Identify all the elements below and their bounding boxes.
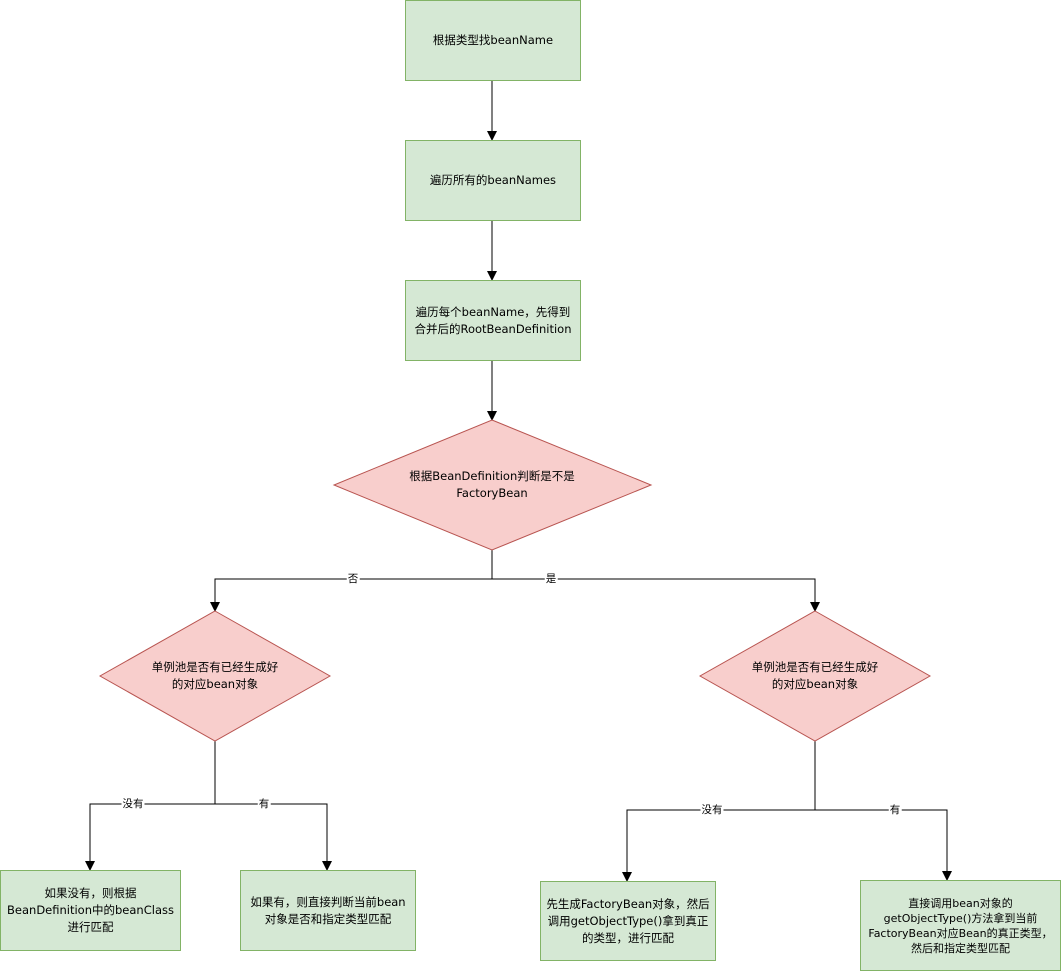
decision-singleton-left-shape xyxy=(98,610,332,742)
decision-is-factory-bean: 根据BeanDefinition判断是不是FactoryBean xyxy=(394,460,590,510)
decision-singleton-left-label: 单例池是否有已经生成好的对应bean对象 xyxy=(151,660,279,691)
process-iterate-bean-names-label: 遍历所有的beanNames xyxy=(429,173,557,187)
edge-label-yes-factory: 是 xyxy=(544,573,558,585)
edge-label-left-none: 没有 xyxy=(121,798,145,810)
edge-right-has xyxy=(815,809,952,881)
decision-singleton-right-shape xyxy=(698,610,932,742)
result-right-no-label: 先生成FactoryBean对象，然后调用getObjectType()拿到真正… xyxy=(546,896,710,945)
process-merge-bean-definition-label: 遍历每个beanName，先得到合并后的RootBeanDefinition xyxy=(414,304,572,336)
process-merge-bean-definition: 遍历每个beanName，先得到合并后的RootBeanDefinition xyxy=(405,280,581,361)
process-find-bean-names: 根据类型找beanName xyxy=(405,0,581,81)
decision-is-factory-bean-shape xyxy=(332,419,653,551)
edge-decision-yes xyxy=(492,578,820,612)
edge-label-no-factory: 否 xyxy=(346,573,360,585)
result-left-no: 如果没有，则根据BeanDefinition中的beanClass进行匹配 xyxy=(0,870,181,951)
result-left-no-label: 如果没有，则根据BeanDefinition中的beanClass进行匹配 xyxy=(7,886,174,934)
decision-singleton-right: 单例池是否有已经生成好的对应bean对象 xyxy=(750,650,880,702)
result-right-yes: 直接调用bean对象的getObjectType()方法拿到当前FactoryB… xyxy=(860,880,1061,971)
edge-left-none xyxy=(85,740,216,871)
edge-left-has xyxy=(215,803,332,871)
process-find-bean-names-label: 根据类型找beanName xyxy=(432,33,554,47)
decision-singleton-right-label: 单例池是否有已经生成好的对应bean对象 xyxy=(751,660,879,691)
result-left-yes-label: 如果有，则直接判断当前bean对象是否和指定类型匹配 xyxy=(250,894,406,926)
decision-is-factory-bean-label: 根据BeanDefinition判断是不是FactoryBean xyxy=(409,469,575,500)
result-right-no: 先生成FactoryBean对象，然后调用getObjectType()拿到真正… xyxy=(540,881,716,961)
edge-label-right-has: 有 xyxy=(888,804,902,816)
result-left-yes: 如果有，则直接判断当前bean对象是否和指定类型匹配 xyxy=(240,870,416,951)
edge-label-right-none: 没有 xyxy=(700,804,724,816)
result-right-yes-label: 直接调用bean对象的getObjectType()方法拿到当前FactoryB… xyxy=(868,896,1053,955)
edge-label-left-has: 有 xyxy=(257,798,271,810)
process-iterate-bean-names: 遍历所有的beanNames xyxy=(405,140,581,221)
decision-singleton-left: 单例池是否有已经生成好的对应bean对象 xyxy=(150,650,280,702)
